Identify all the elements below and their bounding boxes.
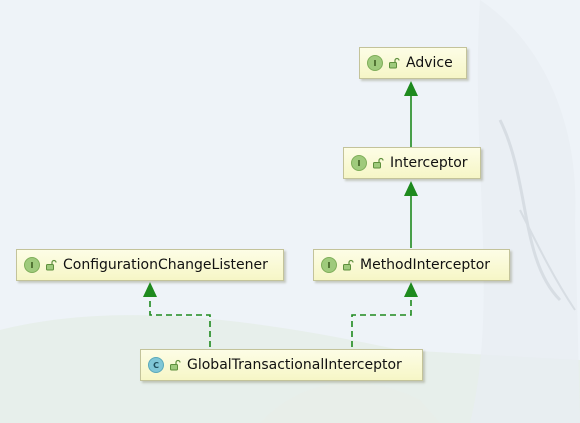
- node-label: ConfigurationChangeListener: [63, 257, 268, 273]
- arrowhead-interceptor: [404, 181, 418, 196]
- node-advice[interactable]: I Advice: [359, 47, 467, 79]
- node-interceptor[interactable]: I Interceptor: [343, 147, 481, 179]
- arrowhead-methodinterceptor: [404, 282, 418, 297]
- node-label: Interceptor: [390, 155, 468, 171]
- unlock-icon: [343, 259, 354, 271]
- unlock-icon: [389, 57, 400, 69]
- unlock-icon: [373, 157, 384, 169]
- arrowhead-configlistener: [143, 282, 157, 297]
- unlock-icon: [46, 259, 57, 271]
- unlock-icon: [170, 359, 181, 371]
- interface-icon: I: [321, 257, 337, 273]
- interface-icon: I: [24, 257, 40, 273]
- interface-icon: I: [367, 55, 383, 71]
- class-icon: C: [148, 357, 164, 373]
- arrowhead-advice: [404, 81, 418, 96]
- node-method-interceptor[interactable]: I MethodInterceptor: [313, 249, 510, 281]
- node-configuration-change-listener[interactable]: I ConfigurationChangeListener: [16, 249, 284, 281]
- edge-globaltx-to-methodinterceptor: [351, 295, 412, 347]
- node-global-transactional-interceptor[interactable]: C GlobalTransactionalInterceptor: [140, 349, 423, 381]
- edge-globaltx-to-configlistener: [149, 295, 211, 347]
- node-label: MethodInterceptor: [360, 257, 491, 273]
- interface-icon: I: [351, 155, 367, 171]
- node-label: Advice: [406, 55, 453, 71]
- node-label: GlobalTransactionalInterceptor: [187, 357, 402, 373]
